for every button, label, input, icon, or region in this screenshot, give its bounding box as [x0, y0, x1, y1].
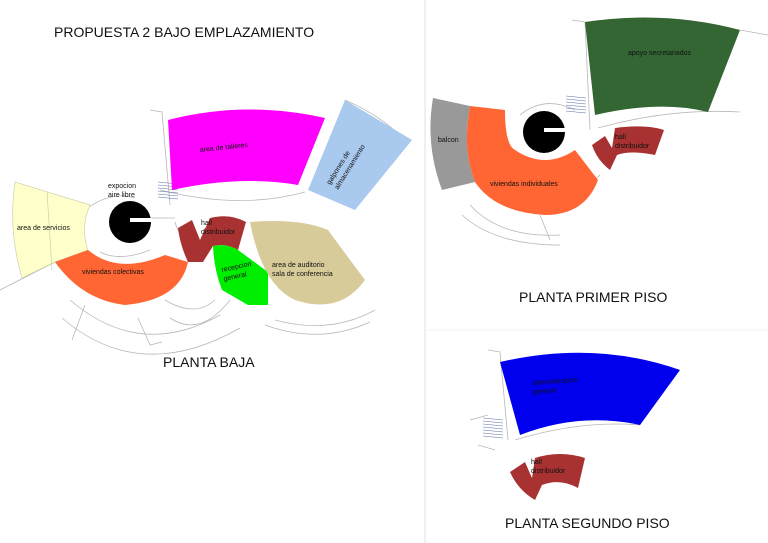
area-galpones — [308, 100, 412, 210]
second-stair — [482, 417, 504, 439]
label-exposicion-1: expocion — [108, 183, 136, 190]
ground-stair — [157, 181, 179, 200]
area-recepcion — [213, 245, 268, 305]
area-apoyo — [585, 17, 740, 115]
title-planta-baja: PLANTA BAJA — [163, 354, 255, 370]
label-auditorio-1: area de auditorio — [272, 262, 325, 269]
first-stair — [565, 95, 587, 114]
label-administracion-2: general — [533, 387, 557, 396]
area-servicios — [12, 181, 91, 279]
label-hall-first-1: hall — [615, 134, 626, 141]
label-hall-1: hall — [201, 220, 212, 227]
area-administracion — [500, 352, 680, 435]
label-balcon: balcon — [438, 137, 459, 144]
second-floor-plan: administracion general hall distribuidor — [469, 349, 680, 500]
area-viviendas-colectivas — [55, 250, 188, 305]
area-auditorio — [250, 221, 365, 305]
area-hall-ground — [178, 216, 246, 262]
area-hall-first — [592, 126, 664, 170]
label-viviendas-individuales: viviendas individuales — [490, 181, 558, 188]
area-viviendas-individuales — [466, 106, 598, 215]
label-hall-second-2: distribuidor — [531, 468, 566, 475]
ground-floor-plan: area de servicios expocion aire libre ar… — [0, 99, 412, 355]
title-planta-segundo-piso: PLANTA SEGUNDO PISO — [505, 515, 670, 531]
label-hall-2: distribuidor — [201, 229, 236, 236]
main-title: PROPUESTA 2 BAJO EMPLAZAMIENTO — [54, 24, 314, 40]
label-apoyo: apoyo secretariados — [628, 50, 692, 57]
label-servicios: area de servicios — [17, 225, 70, 232]
label-hall-first-2: distribuidor — [615, 143, 650, 150]
label-hall-second-1: hall — [531, 459, 542, 466]
label-recepcion-2: general — [223, 271, 248, 283]
area-balcon — [430, 98, 475, 190]
label-auditorio-2: sala de conferencia — [272, 271, 333, 278]
area-talleres — [168, 109, 325, 190]
core-notch — [130, 218, 152, 222]
servicios-divider — [46, 191, 53, 271]
label-viviendas-colectivas: viviendas colectivas — [82, 269, 144, 276]
label-administracion-1: administracion — [533, 377, 579, 387]
area-hall-second — [510, 454, 585, 500]
core-notch-first — [544, 128, 566, 132]
first-floor-plan: balcon viviendas individuales apoyo secr… — [430, 17, 768, 246]
label-exposicion-2: aire libre — [108, 192, 135, 199]
title-planta-primer-piso: PLANTA PRIMER PISO — [519, 289, 667, 305]
